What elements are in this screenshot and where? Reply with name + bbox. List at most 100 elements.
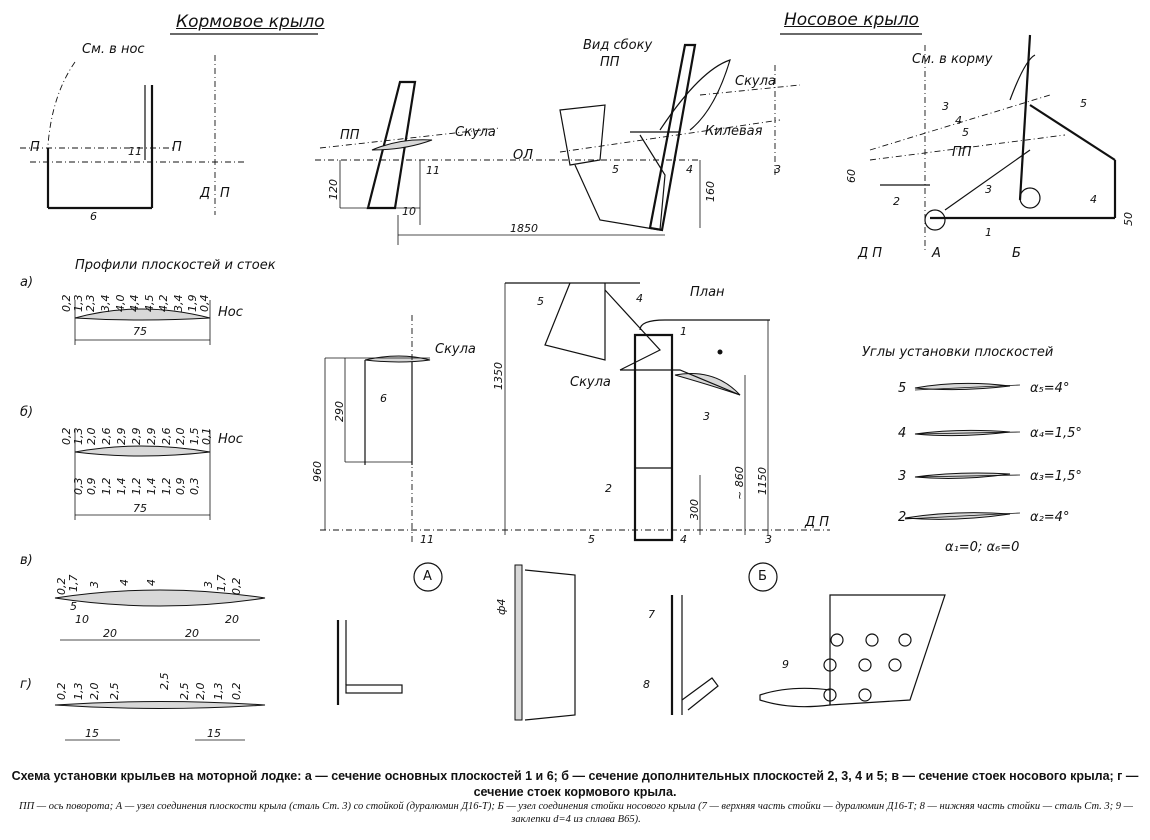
see-stern-label: См. в корму — [912, 52, 993, 67]
dim-11-front: 11 — [128, 145, 142, 158]
prof-v-3: 4 — [118, 579, 131, 586]
angle-num-2: 2 — [898, 510, 907, 525]
stern-side-view — [315, 80, 700, 245]
dim-75-a: 75 — [133, 325, 147, 338]
prof-g-2: 2,0 — [88, 682, 101, 701]
stern-wing-header: Кормовое крыло — [176, 12, 325, 32]
prof-v-1: 1,7 — [67, 574, 80, 593]
num-2-bow: 2 — [893, 195, 900, 208]
section-b-letter: б) — [20, 405, 34, 420]
prof-a-v6: 4,5 — [143, 294, 156, 313]
num-1-bow: 1 — [985, 226, 992, 239]
prof-g-8: 0,2 — [230, 682, 243, 701]
prof-b-b6: 1,2 — [160, 477, 173, 496]
section-g-letter: г) — [20, 677, 32, 692]
dim-15-g-right: 15 — [207, 727, 221, 740]
num-5-side: 5 — [612, 163, 619, 176]
skula-label-stern: Скула — [455, 125, 496, 140]
prof-a-v2: 2,3 — [84, 294, 97, 313]
angles-note: α₁=0; α₆=0 — [945, 540, 1020, 555]
dim-6-front: 6 — [90, 210, 97, 223]
node-b-label: Б — [758, 569, 767, 584]
prof-v-5: 3 — [202, 581, 215, 588]
plan-view — [504, 282, 770, 542]
prof-b-v7: 2,6 — [160, 427, 173, 446]
num-4-plan: 4 — [636, 292, 643, 305]
dim-phi4: ф4 — [495, 598, 508, 615]
prof-b-v1: 1,3 — [72, 427, 85, 446]
profile-v-shape — [54, 589, 266, 641]
dp-label-bow: Д П — [858, 246, 883, 261]
prof-b-v5: 2,9 — [130, 427, 143, 446]
prof-a-v4: 4,0 — [114, 294, 127, 313]
num-5-plan: 5 — [537, 295, 544, 308]
d-label-stern: Д — [200, 186, 211, 201]
node-b-label-bow: Б — [1012, 246, 1021, 261]
num-4-bow-a: 4 — [955, 114, 962, 127]
num-3-plan: 3 — [703, 410, 710, 423]
p-label-right: П — [172, 140, 182, 155]
dim-50: 50 — [1122, 212, 1135, 226]
section-a-letter: а) — [20, 275, 34, 290]
dim-960: 960 — [311, 461, 324, 482]
profiles-header: Профили плоскостей и стоек — [75, 258, 276, 273]
prof-v-7: 0,2 — [230, 577, 243, 596]
num-6-detail: 6 — [380, 392, 387, 405]
prof-b-b5: 1,4 — [145, 477, 158, 496]
dim-20-v-left: 20 — [103, 627, 117, 640]
dim-160: 160 — [704, 181, 717, 202]
num-2-plan: 2 — [605, 482, 612, 495]
prof-b-v4: 2,9 — [115, 427, 128, 446]
node-a-detail — [336, 562, 576, 721]
see-bow-label: См. в нос — [82, 42, 145, 57]
num-4-side: 4 — [686, 163, 693, 176]
skula-label-stern-detail: Скула — [435, 342, 476, 357]
angles-header: Углы установки плоскостей — [862, 345, 1054, 360]
prof-a-v5: 4,4 — [128, 294, 141, 313]
dim-120: 120 — [327, 179, 340, 200]
angle-num-4: 4 — [898, 426, 907, 441]
node-a-label: А — [423, 569, 432, 584]
dim-20-v-right: 20 — [185, 627, 199, 640]
stern-detail-6 — [320, 315, 830, 545]
prof-b-v6: 2,9 — [145, 427, 158, 446]
num-4-bow-b: 4 — [1090, 193, 1097, 206]
prof-v-2: 3 — [88, 581, 101, 588]
prof-g-4: 2,5 — [158, 672, 171, 691]
dim-860: ~ 860 — [733, 466, 746, 500]
dim-60: 60 — [845, 169, 858, 183]
prof-g-3: 2,5 — [108, 682, 121, 701]
plan-label: План — [690, 285, 725, 300]
prof-b-b3: 1,4 — [115, 477, 128, 496]
pp-label-side: ПП — [600, 55, 620, 70]
num-5-bottom: 5 — [588, 533, 595, 546]
prof-b-b8: 0,3 — [188, 477, 201, 496]
prof-v-6: 1,7 — [215, 574, 228, 593]
prof-a-v8: 3,4 — [172, 294, 185, 313]
dim-10: 10 — [402, 205, 416, 218]
stern-front-view — [20, 55, 245, 215]
prof-a-v10: 0,4 — [198, 294, 211, 313]
dim-75-b: 75 — [133, 502, 147, 515]
prof-v-4: 4 — [145, 579, 158, 586]
num-4-bottom: 4 — [680, 533, 687, 546]
prof-v-9: 10 — [75, 613, 89, 626]
num-5-bow-b: 5 — [1080, 97, 1087, 110]
dim-11-stern: 11 — [426, 164, 440, 177]
num-3-side: 3 — [774, 163, 781, 176]
p-label-stern-dp: П — [220, 186, 230, 201]
prof-b-b1: 0,9 — [85, 477, 98, 496]
dim-300: 300 — [688, 499, 701, 520]
dim-1850: 1850 — [510, 222, 538, 235]
prof-b-b7: 0,9 — [174, 477, 187, 496]
caption-main: Схема установки крыльев на моторной лодк… — [11, 769, 1139, 799]
dp-label-plan: Д П — [805, 515, 830, 530]
side-view-label: Вид сбоку — [583, 38, 653, 53]
prof-a-v7: 4,2 — [157, 294, 170, 313]
num-1-plan: 1 — [680, 325, 687, 338]
num-5-bow-a: 5 — [962, 126, 969, 139]
profile-b-shape — [74, 430, 211, 520]
profile-g-shape — [54, 701, 266, 741]
num-3-bow-b: 3 — [985, 183, 992, 196]
